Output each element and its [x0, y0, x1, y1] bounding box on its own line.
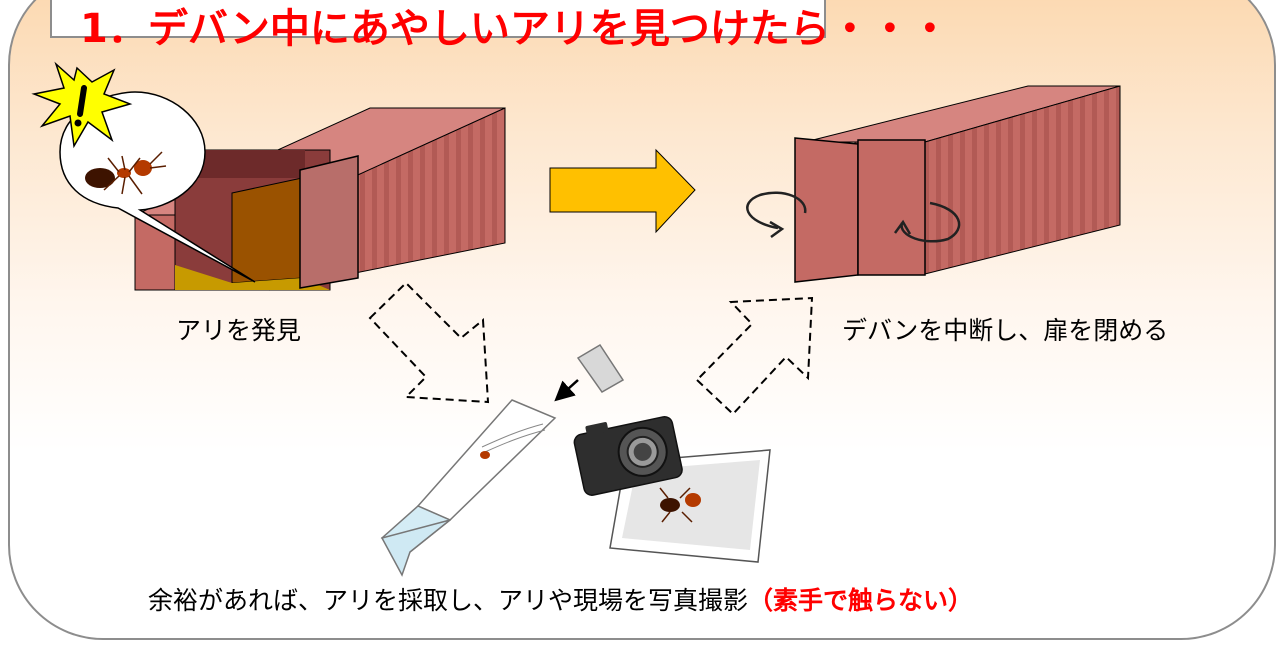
insert-arrow [554, 379, 579, 402]
rotate-arrow-icon [893, 201, 961, 243]
dashed-arrow-down [368, 281, 490, 404]
page-title: 1．デバン中にあやしいアリを見つけたら・・・ [80, 6, 950, 52]
closed-container-icon [794, 85, 1121, 283]
cap-icon [576, 343, 625, 393]
dashed-arrow-up [695, 296, 814, 416]
caption: 余裕があれば、アリを採取し、アリや現場を写真撮影（素手で触らない） [148, 581, 973, 617]
rotate-arrow-icon [746, 191, 807, 239]
open-container-icon [134, 107, 506, 291]
ant-icon [85, 151, 167, 195]
caption-note: （素手で触らない） [748, 586, 974, 615]
right-arrow-icon [549, 148, 696, 234]
step-stop-label: デバンを中断し、扉を閉める [842, 316, 1169, 345]
sample-tube-icon [380, 399, 557, 577]
title-box: 1．デバン中にあやしいアリを見つけたら・・・ [50, 0, 950, 52]
camera-icon [573, 415, 683, 496]
exclamation-burst-icon [31, 61, 133, 149]
caption-text: 余裕があれば、アリを採取し、アリや現場を写真撮影 [148, 586, 749, 615]
step-found-label: アリを発見 [176, 316, 302, 345]
